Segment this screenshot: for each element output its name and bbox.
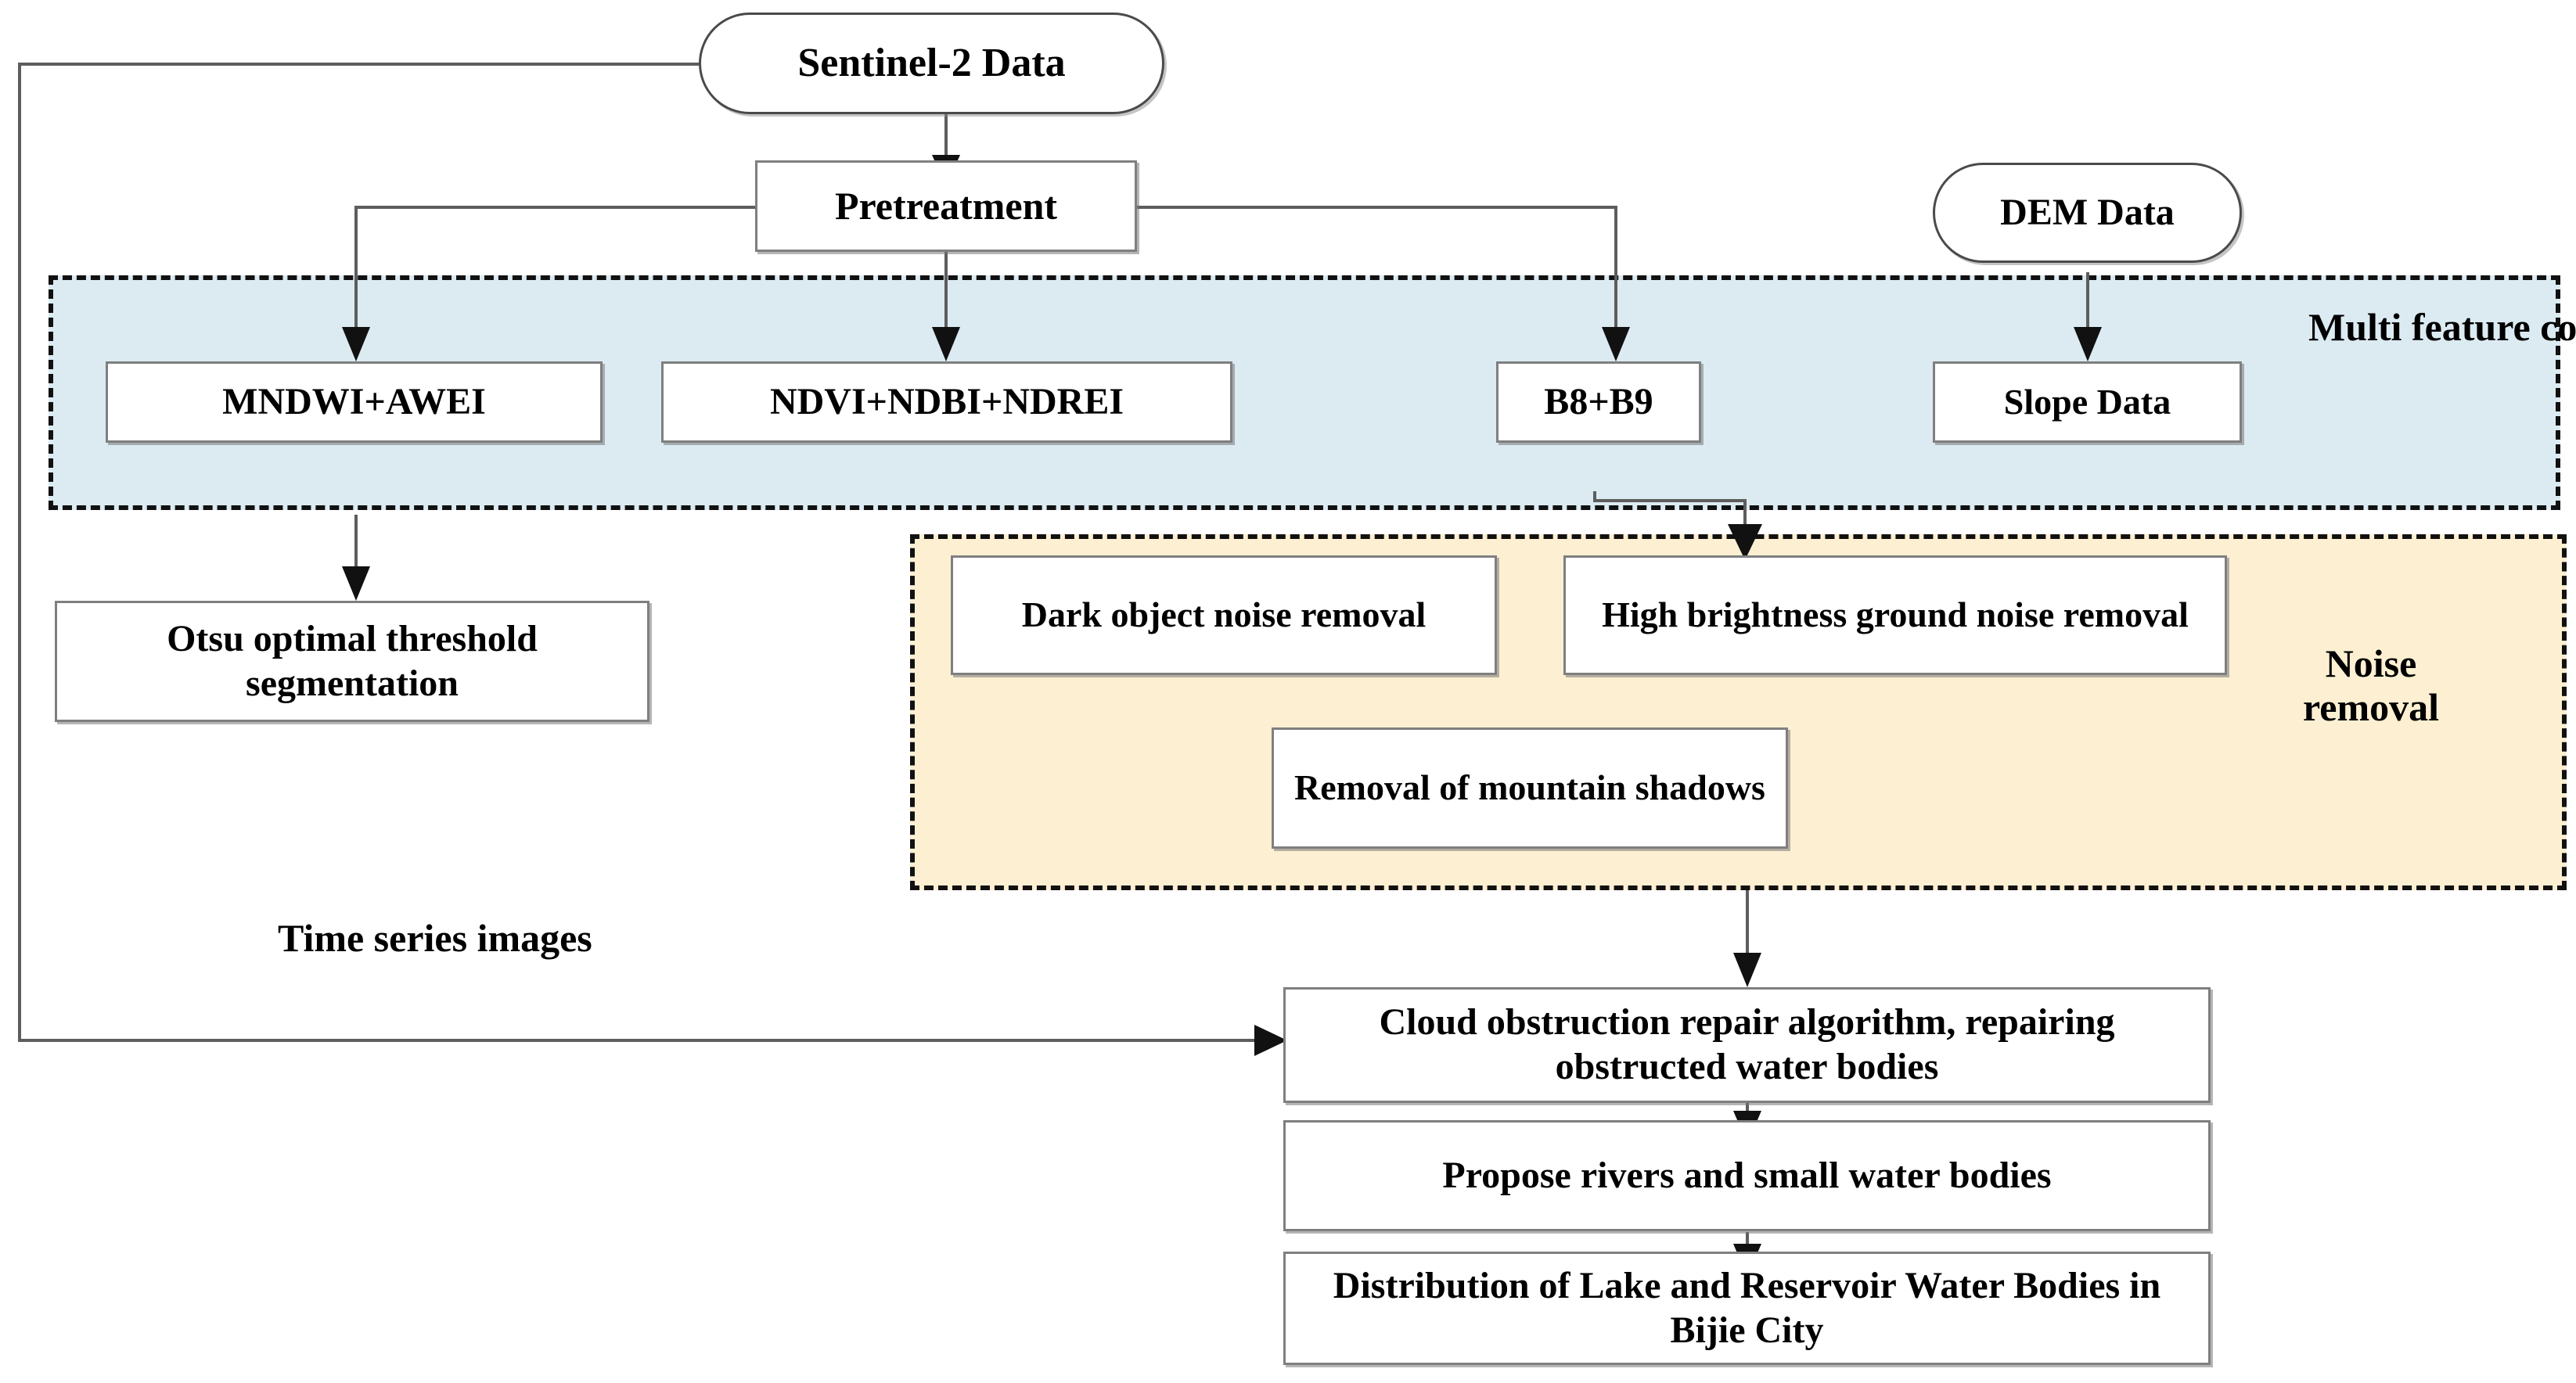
- node-dem-data[interactable]: DEM Data: [1933, 163, 2242, 263]
- node-sentinel-2-data[interactable]: Sentinel-2 Data: [699, 13, 1164, 114]
- group-label-multi-feature-computation: Multi feature computation: [2308, 305, 2576, 349]
- node-propose-rivers-small-water-bodies[interactable]: Propose rivers and small water bodies: [1283, 1120, 2211, 1231]
- node-distribution-lake-reservoir-bijie[interactable]: Distribution of Lake and Reservoir Water…: [1283, 1252, 2211, 1365]
- node-slope-data[interactable]: Slope Data: [1933, 361, 2242, 443]
- node-otsu-threshold-segmentation[interactable]: Otsu optimal threshold segmentation: [55, 601, 649, 722]
- node-removal-of-mountain-shadows[interactable]: Removal of mountain shadows: [1272, 727, 1788, 849]
- node-dark-object-noise-removal[interactable]: Dark object noise removal: [951, 555, 1497, 675]
- annotation-time-series-images: Time series images: [278, 916, 592, 960]
- group-label-noise-removal: Noise removal: [2302, 641, 2440, 729]
- node-high-brightness-noise-removal[interactable]: High brightness ground noise removal: [1563, 555, 2227, 675]
- node-mndwi-awei[interactable]: MNDWI+AWEI: [106, 361, 603, 443]
- node-b8-b9[interactable]: B8+B9: [1496, 361, 1701, 443]
- node-pretreatment[interactable]: Pretreatment: [755, 160, 1137, 252]
- node-cloud-obstruction-repair[interactable]: Cloud obstruction repair algorithm, repa…: [1283, 987, 2211, 1103]
- node-ndvi-ndbi-ndrei[interactable]: NDVI+NDBI+NDREI: [661, 361, 1232, 443]
